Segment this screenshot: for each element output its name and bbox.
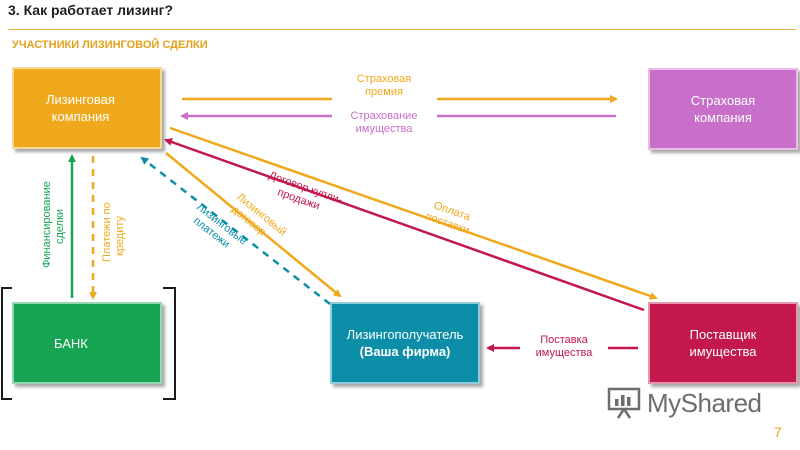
node-leasing-company-line2: компания xyxy=(51,109,110,124)
node-bank: БАНК xyxy=(12,302,162,384)
node-insurance-company: Страховая компания xyxy=(648,68,798,150)
node-bank-label: БАНК xyxy=(54,335,88,351)
title-divider xyxy=(8,29,796,30)
node-leasing-company: Лизинговая компания xyxy=(12,67,162,149)
label-supply-payment: Оплата поставки xyxy=(424,200,473,237)
bracket-right xyxy=(163,287,176,400)
label-property-delivery-2: имущества xyxy=(536,347,594,359)
label-deal-financing-1: Финансирование xyxy=(41,181,53,268)
label-loan-payments-2: кредиту xyxy=(114,215,126,256)
node-lessee: Лизингополучатель (Ваша фирма) xyxy=(330,302,480,384)
label-deal-financing-2: сделки xyxy=(54,209,66,244)
node-supplier-line2: имущества xyxy=(689,344,757,359)
label-property-insurance-2: имущества xyxy=(356,123,414,135)
label-sale-contract: Договор купли- продажи xyxy=(267,170,344,213)
page-number: 7 xyxy=(774,424,782,440)
arrow-leasing-contract xyxy=(165,152,342,298)
page-title: 3. Как работает лизинг? xyxy=(8,2,174,18)
node-insurance-company-line1: Страховая xyxy=(690,93,756,108)
node-lessee-line1: Лизингополучатель xyxy=(346,327,464,342)
bracket-left xyxy=(1,287,12,400)
node-supplier: Поставщик имущества xyxy=(648,302,798,384)
arrow-sale-contract xyxy=(164,138,645,312)
arrow-supply-payment xyxy=(169,126,658,300)
node-supplier-line1: Поставщик xyxy=(689,327,757,342)
node-leasing-company-line1: Лизинговая xyxy=(46,92,115,107)
label-deal-financing: Финансирование сделки xyxy=(41,181,66,268)
myshared-logo[interactable]: MyShared xyxy=(607,385,762,421)
section-subtitle: УЧАСТНИКИ ЛИЗИНГОВОЙ СДЕЛКИ xyxy=(12,39,208,51)
label-loan-payments-1: Платежи по xyxy=(101,202,113,262)
label-insurance-premium-2: премия xyxy=(365,86,403,98)
node-insurance-company-line2: компания xyxy=(694,110,752,125)
label-property-delivery-1: Поставка xyxy=(540,334,588,346)
arrow-leasing-payments xyxy=(140,156,331,305)
label-loan-payments: Платежи по кредиту xyxy=(101,202,126,262)
presentation-board-icon xyxy=(607,387,641,419)
label-property-insurance-1: Страхование xyxy=(351,110,418,122)
label-insurance-premium-1: Страховая xyxy=(357,73,412,85)
logo-text: MyShared xyxy=(647,387,762,418)
node-lessee-line2: (Ваша фирма) xyxy=(359,344,451,359)
